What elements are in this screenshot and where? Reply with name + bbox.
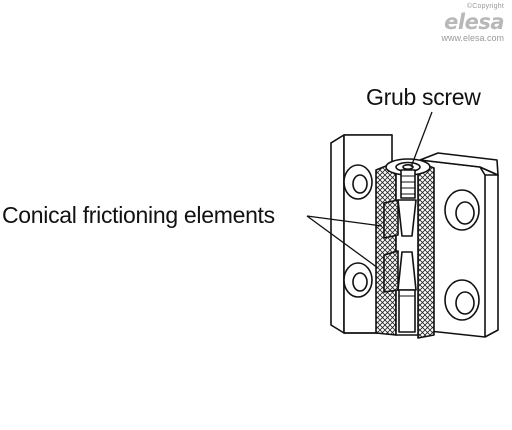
- conical-element-lower: [383, 250, 417, 293]
- grub-screw-label: Grub screw: [366, 84, 481, 110]
- cone-leader-lower: [306, 215, 379, 269]
- website-url: www.elesa.com: [441, 33, 504, 43]
- grub-screw: [400, 169, 416, 199]
- conical-element-upper: [383, 199, 417, 239]
- right-mounting-hole-top: [444, 189, 480, 231]
- leader-lines: [306, 111, 433, 269]
- right-mounting-hole-bottom: [444, 279, 480, 321]
- grub-screw-leader: [410, 111, 433, 168]
- elesa-logo: elesa: [444, 10, 504, 34]
- conical-elements-label: Conical frictioning elements: [2, 202, 275, 228]
- elesa-watermark: ©Copyright elesa www.elesa.com: [441, 2, 504, 44]
- left-mounting-hole-bottom: [343, 262, 373, 298]
- hinge-pin: [398, 289, 416, 333]
- left-mounting-hole-top: [343, 164, 373, 200]
- cone-leader-upper: [306, 215, 383, 227]
- copyright-text: ©Copyright: [466, 3, 504, 10]
